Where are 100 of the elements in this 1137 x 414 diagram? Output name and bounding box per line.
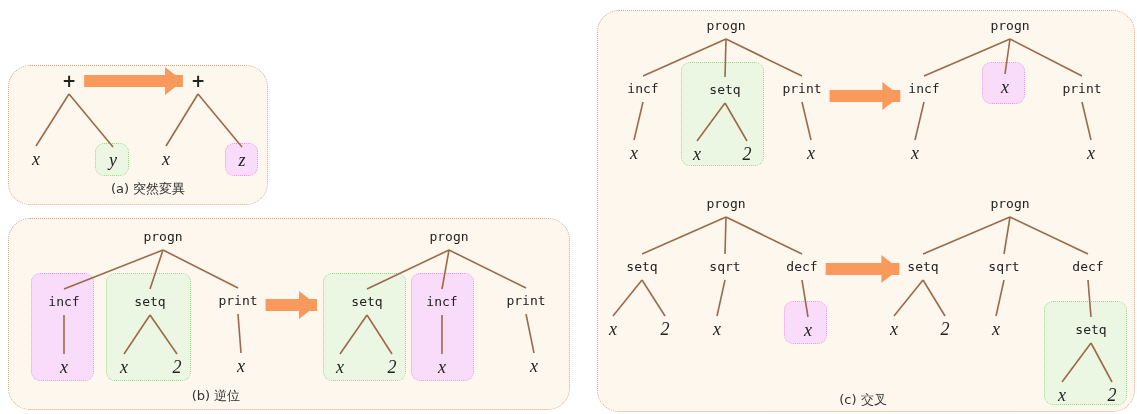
tree-node-label: sqrt <box>707 254 743 280</box>
tree-branch-line <box>123 314 151 355</box>
tree-node-label: 2 <box>658 316 672 342</box>
tree-branch-line <box>801 101 812 141</box>
tree-node-label: x <box>1056 382 1068 408</box>
tree-node-label: decf <box>784 254 820 280</box>
tree-branch-line <box>197 93 243 148</box>
tree-branch-line <box>1004 38 1011 75</box>
tree-branch-line <box>642 38 727 77</box>
block-arrow <box>265 291 317 319</box>
tree-node-label: print <box>504 288 548 314</box>
tree-node-label: progn <box>988 191 1032 217</box>
tree-node-label: incf <box>46 289 82 315</box>
tree-node-label: z <box>236 147 248 173</box>
tree-branch-line <box>339 314 368 355</box>
highlight-box <box>323 273 406 381</box>
panel-background <box>8 65 268 205</box>
tree-branch-line <box>1081 101 1092 141</box>
tree-node-label: setq <box>349 289 385 315</box>
tree-branch-line <box>1087 279 1092 318</box>
tree-branch-line <box>165 93 199 147</box>
tree-node-label: x <box>711 316 723 342</box>
tree-node-label: incf <box>906 76 942 102</box>
tree-node-label: x <box>235 353 247 379</box>
tree-node-label: setq <box>624 254 660 280</box>
tree-branch-line <box>366 314 393 355</box>
highlight-box <box>225 143 258 176</box>
highlight-box <box>95 143 129 176</box>
panel-background <box>597 10 1135 412</box>
tree-node-label: x <box>628 140 640 166</box>
tree-branch-line <box>68 93 114 148</box>
tree-branch-line <box>366 249 450 290</box>
tree-node-label: setq <box>1073 317 1109 343</box>
tree-node-label: incf <box>424 289 460 315</box>
tree-branch-line <box>525 313 535 354</box>
tree-node-label: 2 <box>1105 382 1119 408</box>
highlight-box <box>982 62 1025 104</box>
tree-branch-line <box>441 249 450 290</box>
tree-branch-line <box>612 279 643 317</box>
tree-branch-line <box>801 279 809 318</box>
tree-branch-line <box>724 216 727 255</box>
tree-node-label: x <box>118 354 130 380</box>
tree-node-label: progn <box>704 191 748 217</box>
block-arrow <box>829 82 901 110</box>
tree-branch-line <box>1003 216 1011 255</box>
tree-node-label: progn <box>427 224 471 250</box>
tree-node-label: x <box>436 354 448 380</box>
tree-branch-line <box>995 279 1005 317</box>
tree-node-label: setq <box>707 77 743 103</box>
tree-branch-line <box>914 101 925 141</box>
tree-branch-line <box>923 38 1011 77</box>
tree-branch-line <box>922 279 946 317</box>
tree-branch-line <box>441 314 443 355</box>
highlight-box <box>106 273 191 381</box>
tree-branch-line <box>149 314 178 355</box>
tree-node-label: incf <box>625 76 661 102</box>
tree-node-label: x <box>888 316 900 342</box>
tree-node-label: x <box>805 140 817 166</box>
highlight-box <box>681 62 764 166</box>
tree-branch-line <box>448 249 527 289</box>
tree-node-label: 2 <box>938 316 952 342</box>
tree-node-label: x <box>30 146 42 172</box>
tree-node-label: setq <box>905 254 941 280</box>
tree-branch-line <box>725 38 803 77</box>
tree-branch-line <box>63 249 164 290</box>
tree-node-label: setq <box>132 289 168 315</box>
tree-branch-line <box>633 101 644 141</box>
tree-branch-line <box>725 216 803 255</box>
tree-node-label: + <box>59 68 79 94</box>
tree-node-label: x <box>607 316 619 342</box>
tree-node-label: print <box>216 288 260 314</box>
tree-node-label: progn <box>704 13 748 39</box>
block-arrow <box>825 255 900 283</box>
highlight-box <box>1044 301 1127 405</box>
panel-background <box>8 218 570 410</box>
tree-branch-line <box>162 249 239 289</box>
tree-branch-line <box>63 314 65 355</box>
tree-node-label: + <box>188 68 208 94</box>
tree-branch-line <box>641 279 666 317</box>
tree-node-label: y <box>107 147 119 173</box>
tree-node-label: x <box>58 354 70 380</box>
tree-node-label: x <box>909 140 921 166</box>
tree-node-label: progn <box>988 13 1032 39</box>
tree-node-label: x <box>999 74 1011 100</box>
tree-node-label: sqrt <box>986 254 1022 280</box>
highlight-box <box>784 301 827 344</box>
highlight-box <box>31 273 94 381</box>
tree-branch-line <box>893 279 924 317</box>
panel-caption: (a) 突然変異 <box>110 180 186 198</box>
highlight-box <box>411 273 474 381</box>
tree-node-label: x <box>1085 140 1097 166</box>
tree-node-label: x <box>802 317 814 343</box>
tree-branch-line <box>724 38 727 78</box>
tree-node-label: x <box>334 354 346 380</box>
tree-node-label: x <box>160 146 172 172</box>
tree-branch-line <box>641 216 727 255</box>
tree-node-label: 2 <box>170 354 184 380</box>
block-arrow <box>84 67 183 95</box>
tree-branch-line <box>1009 216 1089 255</box>
tree-branch-line <box>724 102 748 142</box>
